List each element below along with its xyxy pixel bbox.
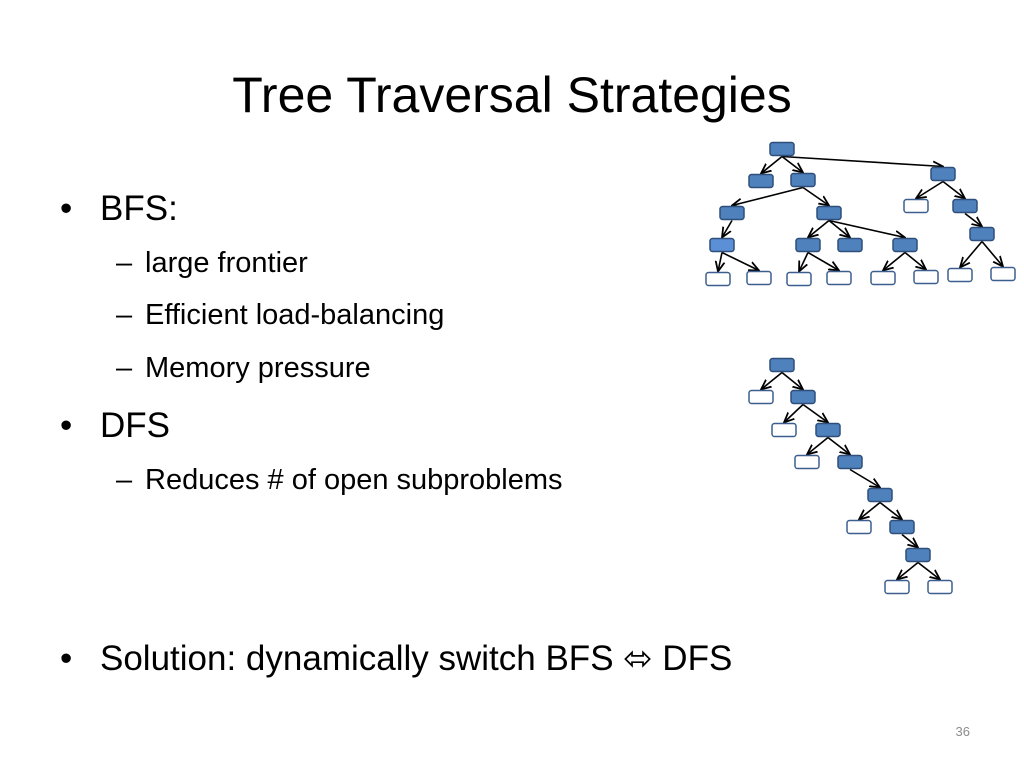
tree-edge-arrow [802,186,829,206]
tree-node-expanded [905,547,931,563]
tree-edge-arrow [964,212,982,227]
tree-node-open [794,454,820,470]
page-number: 36 [955,724,970,739]
tree-edge-arrow [917,561,940,580]
tree-edge-arrow [879,501,902,520]
sub-bullet-text: Efficient load-balancing [145,299,445,331]
sub-bullet-text: Memory pressure [145,352,371,384]
tree-node-open [846,519,872,535]
tree-edge-arrow [897,561,919,580]
tree-edge-arrow [859,501,881,520]
tree-node-open [771,422,797,438]
tree-edge-arrow [942,180,965,199]
tree-edge-arrow [807,251,839,271]
tree-node-expanded [815,422,841,438]
sub-bullet-text: Reduces # of open subproblems [145,464,563,496]
tree-node-expanded [769,357,795,373]
sub-bullet-text: large frontier [145,247,308,279]
tree-node-expanded [790,389,816,405]
tree-node-expanded [889,519,915,535]
tree-edge-arrow [960,240,983,268]
tree-node-expanded [837,237,863,253]
tree-edge-arrow [718,252,722,272]
tree-node-open [705,271,731,287]
sub-bullet-marker: – [116,464,133,496]
tree-edge-arrow [781,371,803,390]
tree-edge-arrow [883,251,906,271]
sub-bullet-marker: – [116,299,133,331]
bullet-text: BFS: [100,189,178,228]
tree-edge-arrow [849,468,880,488]
sub-bullet-marker: – [116,247,133,279]
tree-edge-arrow [808,219,830,238]
tree-edge-arrow [781,155,803,173]
tree-edge-arrow [781,155,943,167]
tree-node-expanded [795,237,821,253]
tree-edge-arrow [828,219,905,238]
tree-node-open [746,270,772,286]
slide-title: Tree Traversal Strategies [232,67,792,123]
tree-edge-arrow [761,155,783,174]
tree-edge-arrow [761,371,783,390]
tree-edge-arrow [784,403,804,423]
bullet-marker: • [60,406,73,445]
tree-node-expanded [719,205,745,221]
tree-node-expanded [969,226,995,242]
tree-edge-arrow [916,180,944,199]
tree-node-open [990,266,1016,282]
tree-node-open [748,389,774,405]
tree-edge-arrow [802,403,828,423]
tree-edge-arrow [721,251,759,271]
tree-node-expanded [816,205,842,221]
tree-node-open [826,270,852,286]
tree-node-open [903,198,929,214]
tree-node-expanded [790,172,816,188]
bullet-text: Solution: dynamically switch BFS ⬄ DFS [100,639,733,678]
tree-node-expanded [748,173,774,189]
tree-edge-arrow [828,219,850,238]
tree-node-expanded [837,454,863,470]
tree-node-expanded [952,198,978,214]
tree-node-expanded [930,166,956,182]
tree-node-expanded [709,237,735,253]
tree-node-open [947,267,973,283]
bullet-marker: • [60,189,73,228]
tree-edge-arrow [807,436,829,455]
tree-node-open [786,271,812,287]
bullet-marker: • [60,639,73,678]
bullet-text: DFS [100,406,170,445]
tree-node-open [913,269,939,285]
tree-edge-arrow [901,533,918,548]
tree-edge-arrow [732,186,804,206]
tree-node-expanded [892,237,918,253]
tree-node-open [927,579,953,595]
tree-node-open [870,270,896,286]
tree-edge-arrow [981,240,1003,267]
tree-edge-arrow [722,220,733,238]
tree-edge-arrow [904,251,926,270]
tree-edge-arrow [827,436,850,455]
sub-bullet-marker: – [116,352,133,384]
tree-node-expanded [867,487,893,503]
tree-edge-arrow [799,252,809,272]
tree-node-expanded [769,141,795,157]
tree-node-open [884,579,910,595]
